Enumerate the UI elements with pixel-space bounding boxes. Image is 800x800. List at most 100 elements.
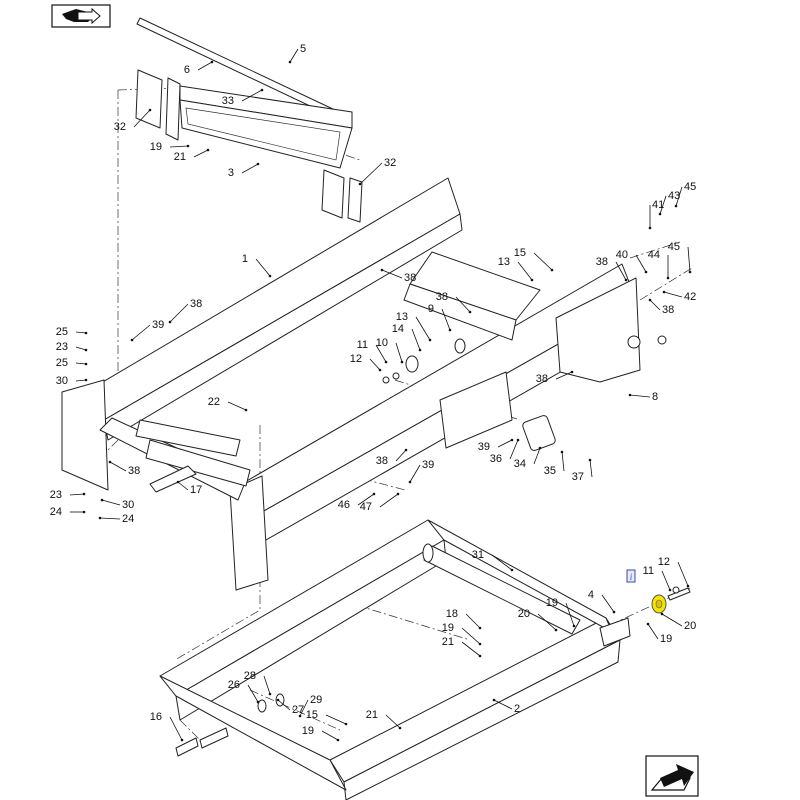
callout-18[interactable]: 18: [446, 608, 458, 620]
callout-38[interactable]: 38: [662, 304, 674, 316]
callout-12[interactable]: 12: [658, 556, 670, 568]
callout-27[interactable]: 27: [292, 704, 304, 716]
callout-20[interactable]: 20: [684, 620, 696, 632]
leader-line: [379, 493, 399, 508]
callout-19[interactable]: 19: [442, 622, 454, 634]
callout-46[interactable]: 46: [338, 499, 350, 511]
leader-line: [493, 699, 513, 710]
leader-line: [649, 299, 661, 311]
leader-line: [661, 570, 671, 591]
callout-15[interactable]: 15: [306, 709, 318, 721]
callout-25[interactable]: 25: [56, 357, 68, 369]
callout-17[interactable]: 17: [190, 484, 202, 496]
callout-45[interactable]: 45: [684, 181, 696, 193]
callout-9[interactable]: 9: [428, 303, 434, 315]
leader-end-dot: [628, 393, 632, 397]
callout-43[interactable]: 43: [668, 190, 680, 202]
callout-8[interactable]: 8: [652, 391, 658, 403]
callout-25[interactable]: 25: [56, 326, 68, 338]
callout-34[interactable]: 34: [514, 458, 526, 470]
callout-1[interactable]: 1: [242, 253, 248, 265]
callout-42[interactable]: 42: [684, 291, 696, 303]
callout-38[interactable]: 38: [404, 272, 416, 284]
next-page-button[interactable]: [645, 755, 699, 797]
callout-32[interactable]: 32: [384, 157, 396, 169]
callout-21[interactable]: 21: [442, 636, 454, 648]
callout-24[interactable]: 24: [50, 506, 62, 518]
leader-end-dot: [668, 588, 672, 592]
leader-line: [75, 346, 87, 351]
callout-2[interactable]: 2: [514, 703, 520, 715]
leader-line: [629, 394, 651, 398]
callout-19[interactable]: 19: [302, 725, 314, 737]
callout-37[interactable]: 37: [572, 471, 584, 483]
leader-line: [321, 730, 339, 741]
callout-5[interactable]: 5: [300, 43, 306, 55]
callout-41[interactable]: 41: [652, 199, 664, 211]
leader-end-dot: [530, 278, 534, 282]
callout-13[interactable]: 13: [498, 256, 510, 268]
callout-32[interactable]: 32: [114, 121, 126, 133]
callout-19[interactable]: 19: [150, 141, 162, 153]
leader-end-dot: [84, 362, 88, 366]
leader-line: [537, 613, 557, 631]
leader-line: [465, 613, 481, 629]
callout-47[interactable]: 47: [360, 501, 372, 513]
callout-11[interactable]: 11: [357, 339, 368, 351]
callout-6[interactable]: 6: [184, 64, 190, 76]
callout-30[interactable]: 30: [122, 499, 134, 511]
callout-21[interactable]: 21: [174, 151, 186, 163]
leader-end-dot: [336, 738, 340, 742]
leader-line: [169, 303, 189, 323]
callout-38[interactable]: 38: [536, 373, 548, 385]
leader-line: [385, 714, 401, 729]
callout-38[interactable]: 38: [436, 291, 448, 303]
callout-11[interactable]: 11: [643, 565, 654, 577]
leader-line: [241, 163, 259, 174]
callout-39[interactable]: 39: [478, 441, 490, 453]
leader-end-dot: [448, 328, 452, 332]
callout-39[interactable]: 39: [422, 459, 434, 471]
callout-10[interactable]: 10: [376, 337, 388, 349]
callout-21[interactable]: 21: [366, 709, 378, 721]
leader-end-dot: [84, 378, 88, 382]
callout-28[interactable]: 28: [244, 670, 256, 682]
callout-3[interactable]: 3: [228, 167, 234, 179]
callout-4[interactable]: 4: [588, 589, 594, 601]
callout-31[interactable]: 31: [472, 549, 484, 561]
callout-22[interactable]: 22: [208, 396, 220, 408]
leader-end-dot: [648, 298, 652, 302]
callout-20[interactable]: 20: [518, 608, 530, 620]
leader-end-dot: [510, 568, 514, 572]
leader-line: [133, 109, 151, 128]
callout-23[interactable]: 23: [56, 341, 68, 353]
callout-14[interactable]: 14: [392, 323, 404, 335]
info-marker[interactable]: i: [626, 569, 636, 583]
return-to-index-button[interactable]: [51, 4, 111, 28]
callout-44[interactable]: 44: [648, 249, 660, 261]
callout-16[interactable]: 16: [150, 711, 162, 723]
callout-35[interactable]: 35: [544, 465, 556, 477]
callout-40[interactable]: 40: [616, 249, 628, 261]
callout-15[interactable]: 15: [514, 247, 526, 259]
callout-19[interactable]: 19: [546, 597, 558, 609]
callout-33[interactable]: 33: [222, 95, 234, 107]
callout-29[interactable]: 29: [310, 694, 322, 706]
callout-23[interactable]: 23: [50, 489, 62, 501]
callout-36[interactable]: 36: [490, 453, 502, 465]
callout-26[interactable]: 26: [228, 679, 240, 691]
callout-45[interactable]: 45: [668, 241, 680, 253]
callout-38[interactable]: 38: [596, 256, 608, 268]
callout-13[interactable]: 13: [396, 311, 408, 323]
callout-39[interactable]: 39: [152, 319, 164, 331]
leader-end-dot: [570, 370, 574, 374]
callout-24[interactable]: 24: [122, 513, 134, 525]
callout-38[interactable]: 38: [376, 455, 388, 467]
callout-38[interactable]: 38: [128, 465, 140, 477]
leader-line: [647, 623, 659, 640]
callout-30[interactable]: 30: [56, 375, 68, 387]
callout-38[interactable]: 38: [190, 298, 202, 310]
callout-12[interactable]: 12: [350, 353, 362, 365]
leader-end-dot: [646, 622, 650, 626]
callout-19[interactable]: 19: [660, 633, 672, 645]
